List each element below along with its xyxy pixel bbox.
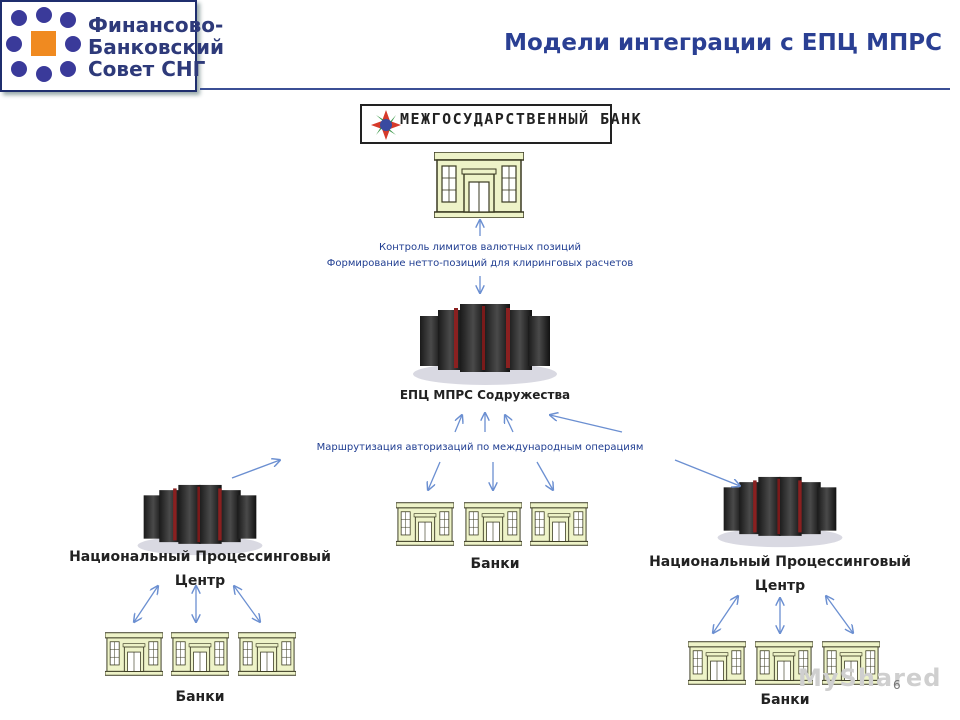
caption-netting: Формирование нетто-позиций для клирингов… bbox=[326, 258, 634, 269]
arrow-routing-4 bbox=[550, 415, 623, 433]
banks-left-label: Банки bbox=[175, 689, 225, 705]
arrow-center-bank-3 bbox=[536, 461, 553, 490]
npc-right-label-line2: Центр bbox=[754, 578, 806, 594]
logo-line-3: Совет СНГ bbox=[88, 57, 206, 81]
interstate-bank-logo bbox=[360, 104, 612, 144]
arrow-npc-right-bank-3 bbox=[826, 596, 853, 633]
bank-center-2-icon bbox=[464, 502, 522, 546]
npc-left-label: Национальный Процессинговый Центр bbox=[50, 545, 350, 593]
npc-right-label-line1: Национальный Процессинговый bbox=[649, 554, 911, 570]
arrow-epc-npc-right bbox=[674, 459, 740, 486]
arrow-epc-npc-left bbox=[231, 460, 280, 479]
bank-left-1-icon bbox=[105, 632, 163, 676]
npc-right-label: Национальный Процессинговый Центр bbox=[630, 550, 930, 598]
logo-line-2: Банковский bbox=[88, 35, 224, 59]
arrow-npc-right-bank-1 bbox=[713, 596, 738, 633]
fbs-logo-text: Финансово- Банковский Совет СНГ bbox=[88, 14, 224, 80]
fbs-logo-mark-icon bbox=[6, 7, 81, 82]
bank-center-3-icon bbox=[530, 502, 588, 546]
arrow-center-bank-1 bbox=[428, 461, 441, 490]
banks-right-label: Банки bbox=[760, 692, 810, 708]
title-divider bbox=[200, 88, 950, 90]
arrow-routing-3 bbox=[505, 415, 514, 433]
page-number: 6 bbox=[893, 678, 901, 692]
banks-center-label: Банки bbox=[470, 556, 520, 572]
arrow-routing-1 bbox=[454, 415, 462, 433]
npc-right-server-icon bbox=[717, 476, 843, 548]
epc-label: ЕПЦ МПРС Содружества bbox=[399, 388, 571, 402]
bank-center-1-icon bbox=[396, 502, 454, 546]
logo-line-1: Финансово- bbox=[88, 13, 224, 37]
caption-limits: Контроль лимитов валютных позиций bbox=[379, 242, 581, 253]
interstate-bank-emblem-icon bbox=[371, 110, 401, 140]
bank-right-1-icon bbox=[688, 641, 746, 685]
npc-left-label-line2: Центр bbox=[174, 573, 226, 589]
bank-left-2-icon bbox=[171, 632, 229, 676]
caption-routing: Маршрутизация авторизаций по международн… bbox=[316, 442, 644, 453]
arrow-npc-left-bank-1 bbox=[134, 586, 158, 622]
bank-left-3-icon bbox=[238, 632, 296, 676]
arrow-npc-left-bank-3 bbox=[234, 586, 260, 622]
interstate-bank-building-icon bbox=[434, 152, 524, 218]
epc-server-icon bbox=[413, 304, 557, 385]
fbs-logo: Финансово- Банковский Совет СНГ bbox=[0, 0, 224, 92]
slide-title: Модели интеграции с ЕПЦ МПРС bbox=[504, 30, 942, 56]
interstate-bank-name: МЕЖГОСУДАРСТВЕННЫЙ БАНК bbox=[400, 110, 643, 128]
watermark: MyShared bbox=[798, 664, 942, 692]
npc-left-label-line1: Национальный Процессинговый bbox=[69, 549, 331, 565]
